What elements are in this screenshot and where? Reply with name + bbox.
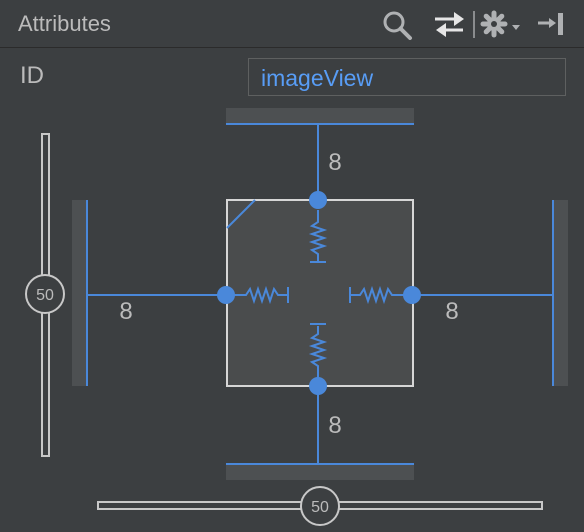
left-spring-icon[interactable] [234,285,288,305]
aspect-ratio-toggle[interactable] [226,199,256,229]
horizontal-bias-thumb[interactable] [300,486,340,526]
chevron-down-icon[interactable] [510,8,522,40]
bottom-spring-icon[interactable] [308,326,328,378]
collapse-panel-icon[interactable] [534,8,568,40]
gear-icon[interactable] [480,8,510,40]
toolbar-separator [473,11,475,38]
right-constraint-track [552,200,568,386]
left-margin-value[interactable]: 8 [119,298,132,325]
right-margin-value[interactable]: 8 [445,298,458,325]
right-spring-icon[interactable] [350,285,404,305]
id-input[interactable] [248,58,566,96]
top-margin-value[interactable]: 8 [328,149,341,176]
left-constraint-track [72,200,88,386]
panel-title: Attributes [18,11,111,36]
swap-arrows-icon[interactable] [430,8,470,40]
bottom-constraint-handle[interactable] [309,377,327,395]
top-spring-icon[interactable] [308,210,328,262]
bottom-constraint-track [226,464,414,480]
horizontal-bias-value: 50 [311,499,329,516]
top-constraint-handle[interactable] [309,191,327,209]
search-icon[interactable] [380,8,414,40]
vertical-bias-thumb[interactable] [25,274,65,314]
attributes-header: Attributes [0,0,584,48]
right-constraint-handle[interactable] [403,286,421,304]
vertical-bias-value: 50 [36,287,54,304]
top-constraint-track [226,108,414,124]
id-label: ID [20,62,44,89]
bottom-margin-value[interactable]: 8 [328,412,341,439]
left-constraint-handle[interactable] [217,286,235,304]
